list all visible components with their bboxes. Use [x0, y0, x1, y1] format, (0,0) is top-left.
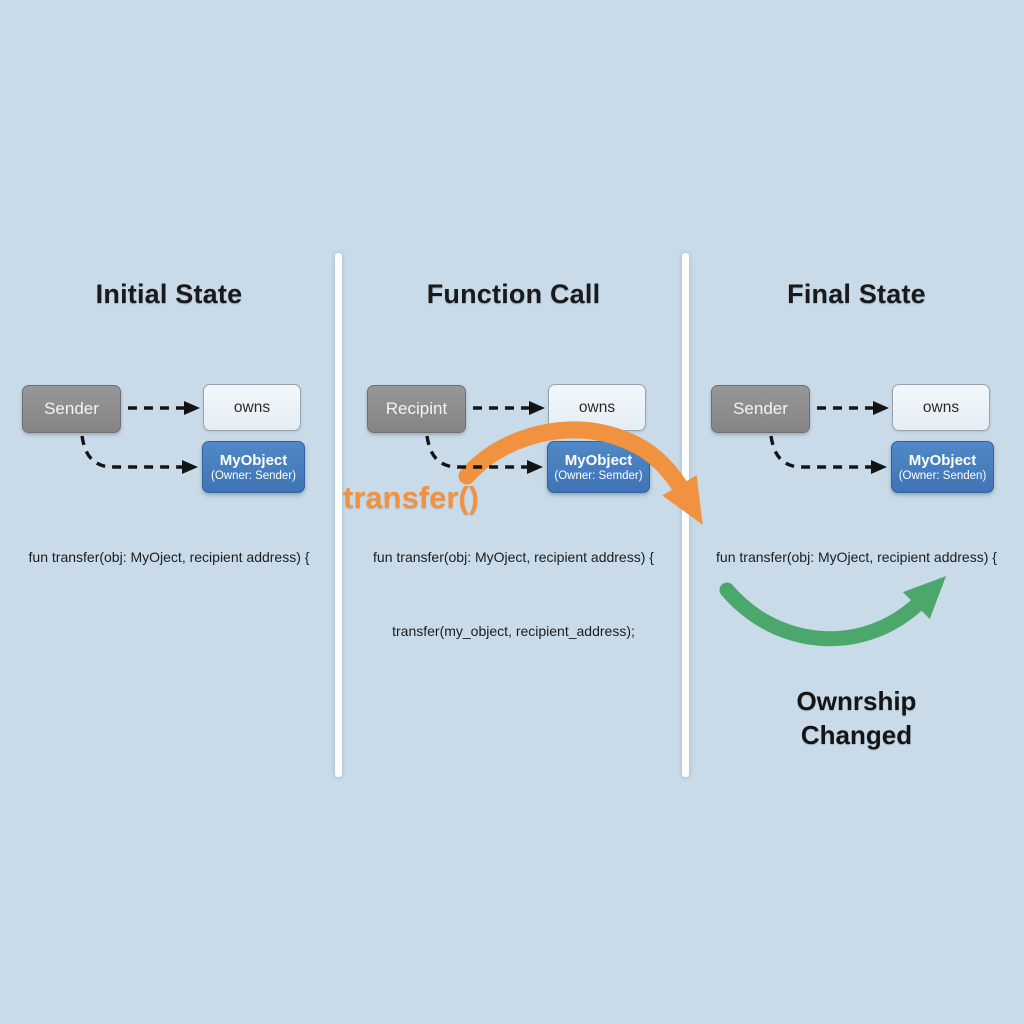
owns-label: owns	[578, 398, 616, 416]
sender-label: Sender	[44, 399, 99, 418]
transfer-call-label: transfer()	[343, 480, 480, 515]
owns-box: owns	[203, 384, 301, 431]
transfer-invocation-line: transfer(my_object, recipient_address);	[392, 623, 635, 639]
panel-divider-right	[682, 253, 689, 777]
owns-label: owns	[233, 398, 271, 416]
myobject-box: MyObject (Owner: Sender)	[202, 441, 305, 493]
ownership-changed-label: Ownrship Changed	[689, 684, 1024, 752]
recipient-box: Recipint	[367, 385, 466, 433]
owns-box: owns	[892, 384, 990, 431]
panel-function-call: Function Call Recipint owns MyObject (Ow…	[343, 0, 682, 1024]
myobject-title: MyObject	[219, 451, 288, 469]
sender-box: Sender	[22, 385, 121, 433]
myobject-box: MyObject (Owner: Semder)	[547, 441, 650, 493]
myobject-owner-label: (Owner: Senden)	[898, 469, 987, 482]
myobject-title: MyObject	[908, 451, 977, 469]
sender-label: Sender	[733, 399, 788, 418]
myobject-title: MyObject	[564, 451, 633, 469]
code-line: fun transfer(obj: MyOject, recipient add…	[716, 549, 997, 565]
myobject-box: MyObject (Owner: Senden)	[891, 441, 994, 493]
sender-box: Sender	[711, 385, 810, 433]
code-line: fun transfer(obj: MyOject, recipient add…	[28, 549, 310, 565]
owns-box: owns	[548, 384, 646, 431]
panel-initial-state: Initial State Sender owns MyObject (Owne…	[0, 0, 338, 1024]
code-line: fun transfer(obj: MyOject, recipient add…	[373, 549, 654, 565]
panel-title: Function Call	[426, 279, 601, 309]
recipient-label: Recipint	[385, 399, 448, 418]
panel-final-state: Final State Sender owns MyObject (Owner:…	[689, 0, 1024, 1024]
panel-title: Initial State	[95, 279, 243, 309]
panel-divider-left	[335, 253, 342, 777]
panel-title: Final State	[787, 279, 926, 309]
owns-label: owns	[922, 398, 960, 416]
ownership-changed-line2: Changed	[800, 720, 913, 750]
myobject-owner-label: (Owner: Sender)	[210, 469, 296, 482]
ownership-changed-line1: Ownrship	[796, 686, 917, 716]
myobject-owner-label: (Owner: Semder)	[554, 469, 643, 482]
